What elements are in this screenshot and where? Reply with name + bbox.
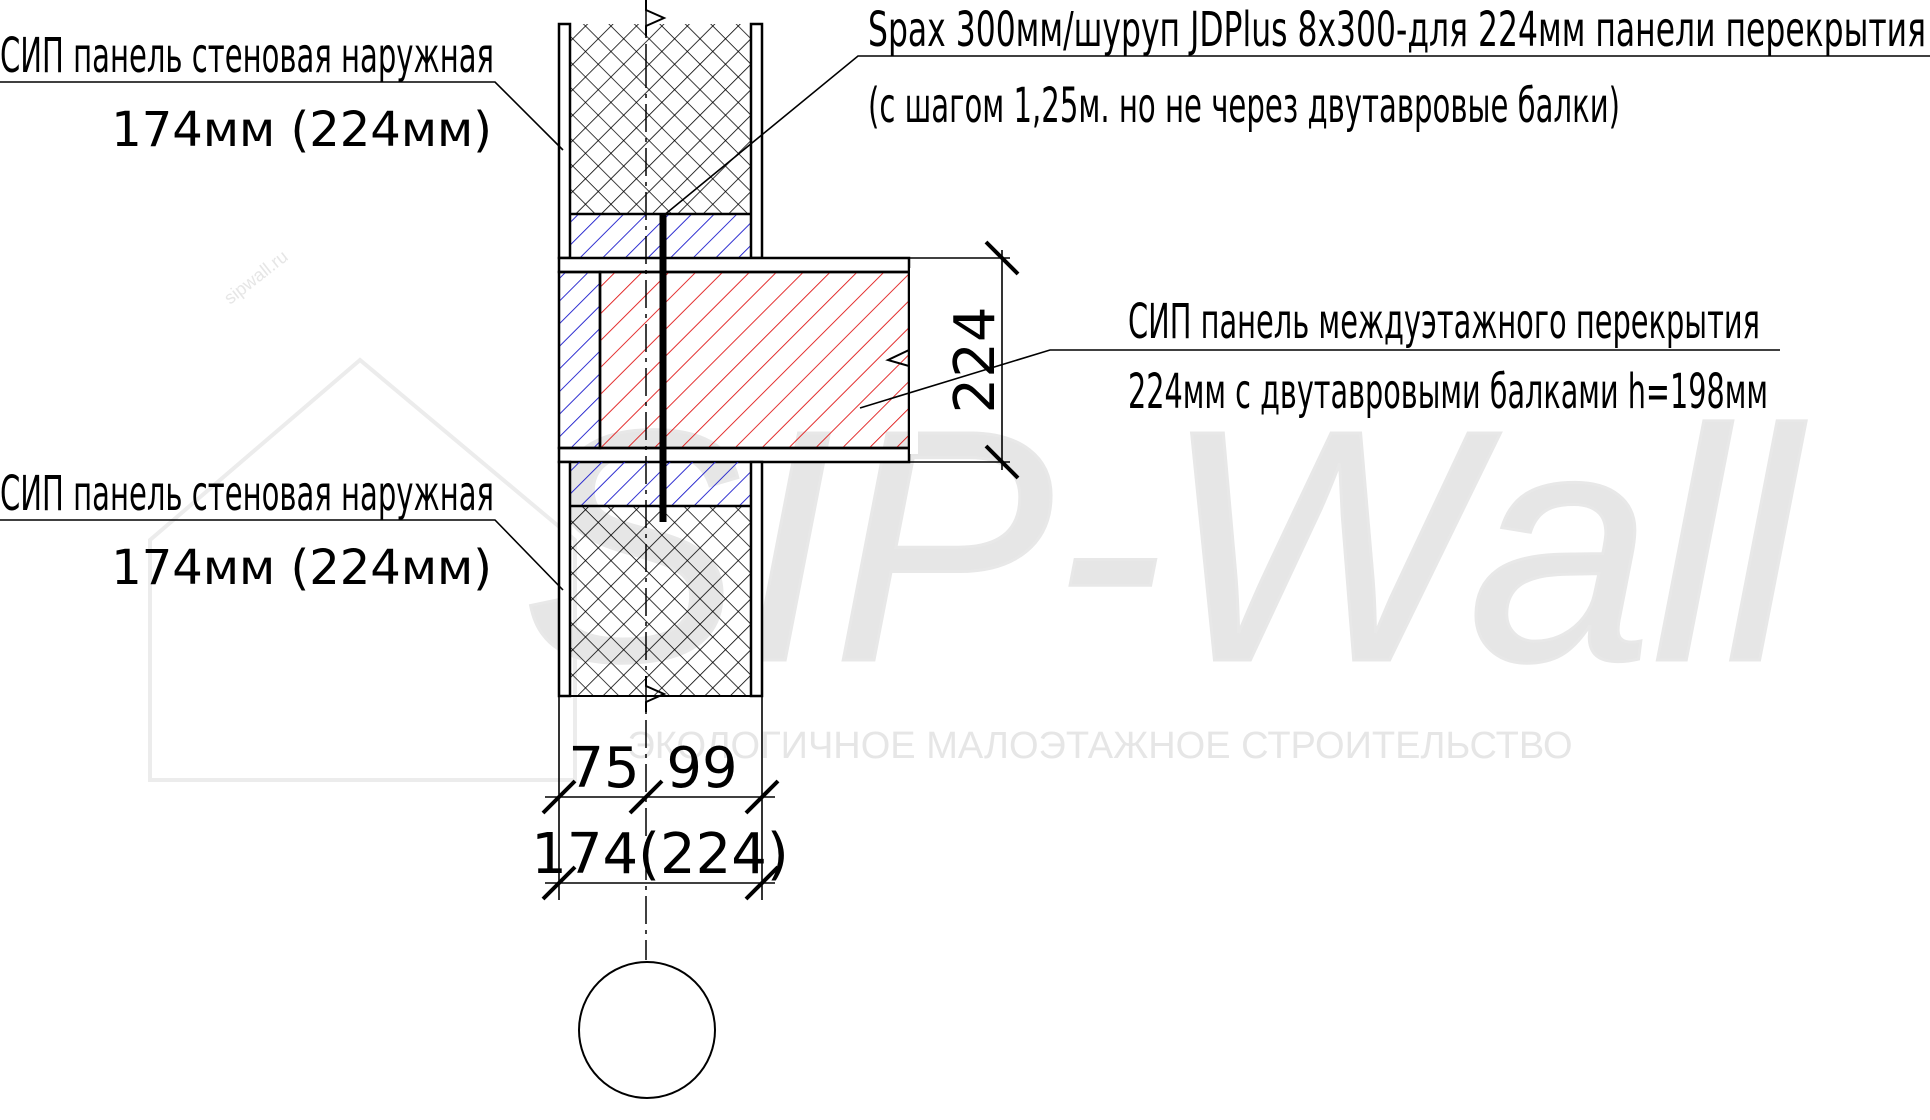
lower-wall-inner-osb bbox=[749, 460, 764, 698]
rim-timber bbox=[557, 270, 602, 450]
wall-top-label: СИП панель стеновая наружная bbox=[0, 28, 494, 84]
lower-wall-outer-osb bbox=[557, 460, 572, 698]
axis-marker-circle bbox=[578, 961, 716, 1099]
screw-label-line1: Spax 300мм/шуруп JDPlus 8x300-для 224мм … bbox=[868, 2, 1926, 58]
floor-bottom-osb bbox=[557, 446, 911, 464]
floor-label-line2: 224мм с двутавровыми балками h=198мм bbox=[1128, 364, 1768, 420]
top-break-mark bbox=[645, 0, 667, 36]
upper-wall-inner-osb bbox=[749, 22, 764, 260]
outer-part-dim-label: 75 bbox=[568, 736, 639, 801]
bottom-break-mark bbox=[645, 676, 667, 712]
wall-thickness-dimensions bbox=[541, 696, 780, 901]
upper-wall-outer-osb bbox=[557, 22, 572, 260]
upper-wall-insulation bbox=[570, 24, 751, 214]
floor-panel-core bbox=[598, 270, 911, 450]
lower-wall-insulation bbox=[570, 506, 751, 696]
leader-wall-bottom bbox=[0, 519, 564, 591]
floor-label-line1: СИП панель междуэтажного перекрытия bbox=[1128, 294, 1760, 350]
floor-height-dimension bbox=[909, 240, 1020, 480]
floor-height-dim-label: 224 bbox=[943, 307, 1008, 414]
wall-bottom-thickness-label: 174мм (224мм) bbox=[111, 540, 492, 596]
total-dim-label: 174(224) bbox=[531, 822, 788, 887]
axis bbox=[578, 0, 716, 1099]
wall-bottom-label: СИП панель стеновая наружная bbox=[0, 466, 494, 522]
floor-break-mark bbox=[885, 272, 918, 448]
screw-label-line2: (с шагом 1,25м. но не через двутавровые … bbox=[868, 78, 1620, 134]
leader-floor bbox=[859, 349, 1780, 409]
watermark-tagline: ЭКОЛОГИЧНОЕ МАЛОЭТАЖНОЕ СТРОИТЕЛЬСТВО bbox=[627, 725, 1572, 767]
wall-top-thickness-label: 174мм (224мм) bbox=[111, 102, 492, 158]
floor-top-osb bbox=[557, 256, 911, 274]
leaders bbox=[0, 55, 1930, 591]
watermark-site: sipwall.ru bbox=[220, 246, 291, 308]
floor-junction bbox=[557, 256, 918, 464]
leader-screw bbox=[662, 55, 1930, 217]
leader-wall-top bbox=[0, 81, 564, 151]
inner-part-dim-label: 99 bbox=[666, 736, 737, 801]
